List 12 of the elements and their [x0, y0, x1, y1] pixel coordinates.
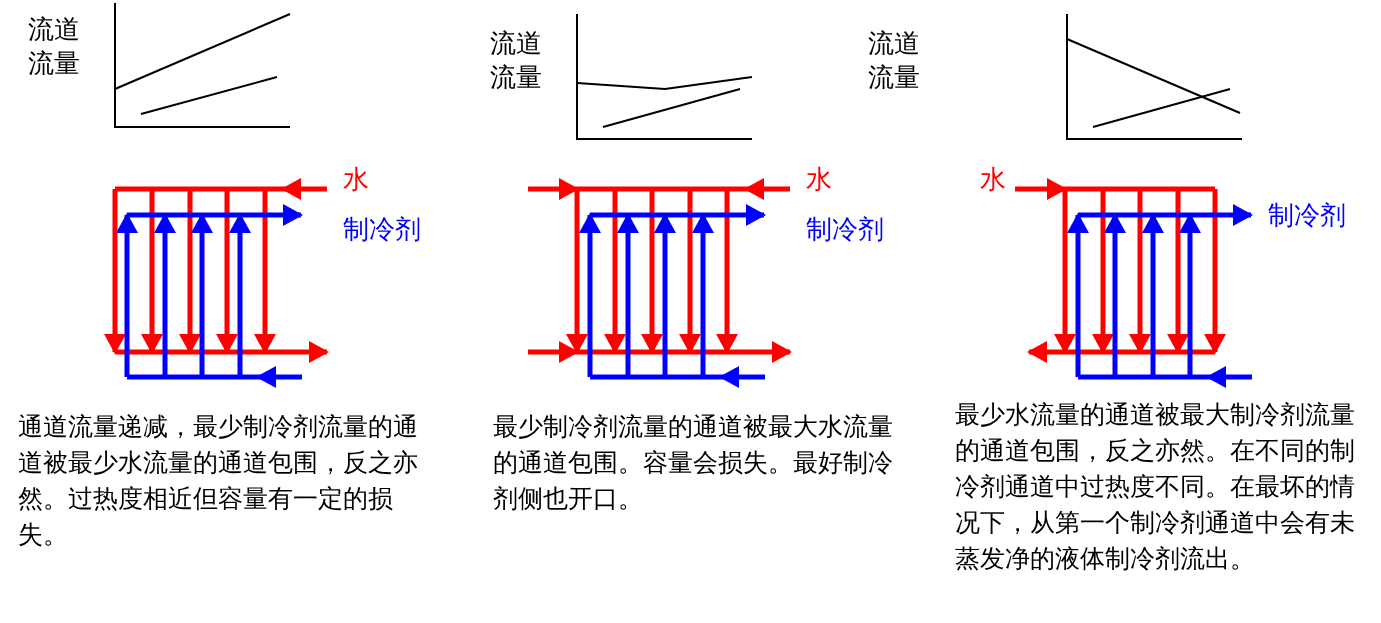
water-label: 水	[806, 163, 832, 196]
description-text: 通道流量递减，最少制冷剂流量的通道被最少水流量的通道包围，反之亦然。过热度相近但容量有一定的损失。	[18, 411, 419, 550]
water-label: 水	[343, 163, 369, 196]
axis-label: 流道流量	[28, 13, 81, 80]
refrigerant-label: 制冷剂	[343, 213, 421, 246]
description-text: 最少水流量的通道被最大制冷剂流量的通道包围，反之亦然。在不同的制冷剂通道中过热度不同。在最坏的情况下，从第一个制冷剂通道中会有未蒸发净的液体制冷剂流出。	[955, 399, 1356, 574]
axis-label: 流道流量	[490, 27, 543, 94]
refrigerant-label: 制冷剂	[806, 213, 884, 246]
water-label: 水	[980, 163, 1006, 196]
axis-label: 流道流量	[868, 27, 921, 94]
description-text: 最少制冷剂流量的通道被最大水流量的通道包围。容量会损失。最好制冷剂侧也开口。	[493, 411, 894, 514]
refrigerant-label: 制冷剂	[1268, 199, 1346, 232]
